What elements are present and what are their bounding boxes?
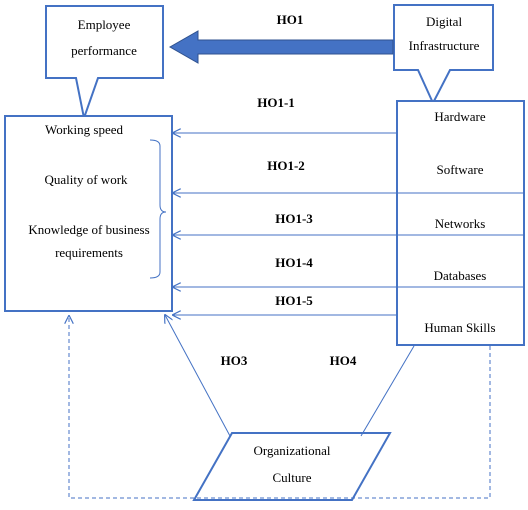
employee-performance-title-line2: performance	[71, 43, 137, 58]
employee-performance-callout	[45, 5, 164, 122]
indicators-bracket	[149, 139, 167, 279]
ho1-1-label: HO1-1	[257, 95, 295, 110]
employee-performance-indicators-box	[4, 115, 173, 312]
ho1-2-label: HO1-2	[267, 158, 305, 173]
digital-infrastructure-title-line2: Infrastructure	[408, 38, 480, 53]
ho4-line	[360, 345, 415, 437]
digital-infrastructure-callout	[393, 4, 494, 106]
component-human-skills: Human Skills	[424, 320, 496, 335]
indicator-quality-of-work: Quality of work	[44, 172, 128, 187]
ho1-label: HO1	[276, 12, 304, 27]
ho4-label: HO4	[329, 353, 357, 368]
employee-performance-title-line1: Employee	[77, 17, 131, 32]
component-software: Software	[436, 162, 484, 177]
component-networks: Networks	[434, 216, 486, 231]
ho3-label: HO3	[220, 353, 248, 368]
organizational-culture-shape	[192, 432, 392, 501]
digital-infrastructure-components-box	[396, 100, 525, 346]
ho1-4-label: HO1-4	[275, 255, 313, 270]
organizational-culture-line1: Organizational	[253, 443, 331, 458]
indicator-working-speed: Working speed	[44, 122, 124, 137]
ho1-3-label: HO1-3	[275, 211, 313, 226]
digital-infrastructure-title-line1: Digital	[425, 14, 463, 29]
indicator-knowledge-of-business-requirements: Knowledge of business requirements	[28, 222, 150, 260]
organizational-culture-line2: Culture	[272, 470, 312, 485]
ho1-5-label: HO1-5	[275, 293, 313, 308]
component-hardware: Hardware	[434, 109, 486, 124]
ho1-main-arrow	[168, 30, 394, 64]
ho3-arrow	[165, 315, 231, 437]
component-databases: Databases	[433, 268, 487, 283]
